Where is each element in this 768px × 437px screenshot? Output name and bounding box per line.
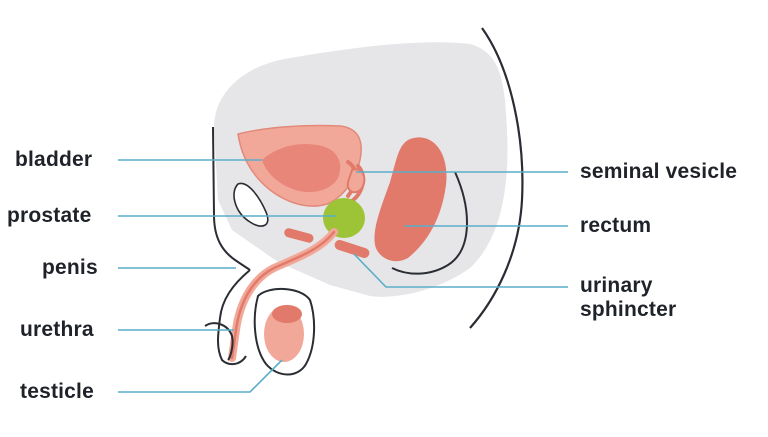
rectum-organ	[374, 137, 447, 262]
label-prostate: prostate	[7, 204, 92, 227]
label-rectum: rectum	[580, 214, 652, 237]
label-seminal-vesicle: seminal vesicle	[580, 160, 738, 183]
back-outline	[469, 27, 524, 329]
bladder-inner	[262, 143, 341, 193]
urethra-inner	[230, 230, 336, 360]
label-penis: penis	[42, 256, 98, 279]
leader-line-testicle	[118, 359, 283, 393]
leader-line-urinary-sphincter	[353, 253, 568, 288]
seminal-vesicle-organ	[346, 168, 366, 194]
buttock-outline	[391, 171, 468, 275]
prostate-organ	[323, 198, 365, 238]
label-urethra: urethra	[20, 318, 94, 341]
urinary-sphincter-organ	[334, 239, 370, 259]
external-sphincter	[284, 228, 314, 243]
penis-tip	[204, 322, 234, 361]
label-urinary-line2: sphincter	[580, 298, 677, 321]
label-bladder: bladder	[15, 148, 93, 171]
label-urinary-line1: urinary	[580, 274, 653, 297]
penis-outline	[217, 269, 251, 366]
leader-lines	[118, 159, 568, 393]
front-outline	[212, 126, 251, 271]
label-urinary-sphincter: urinary sphincter	[580, 274, 676, 322]
label-testicle: testicle	[20, 380, 94, 403]
testicle-top	[272, 305, 302, 323]
